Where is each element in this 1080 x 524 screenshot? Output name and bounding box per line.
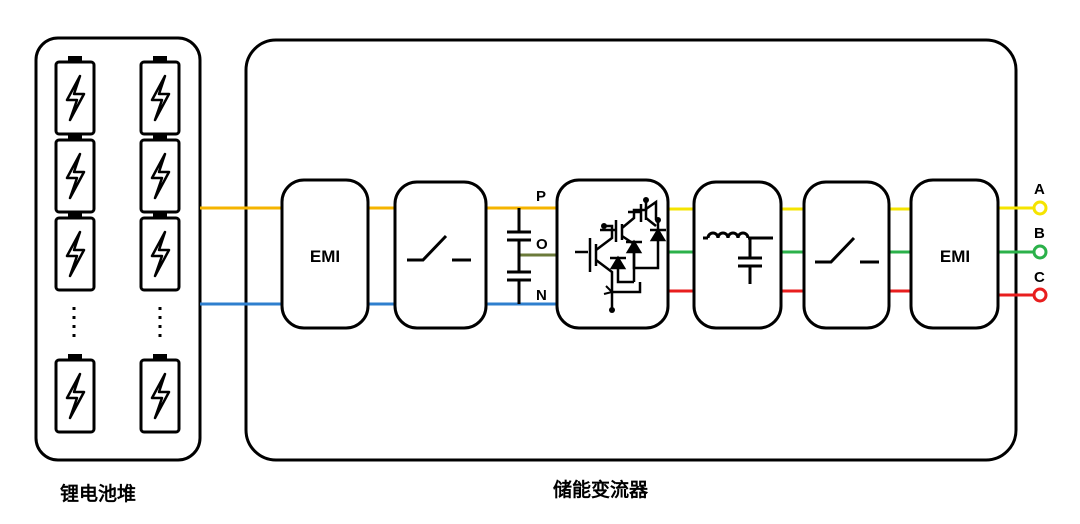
- terminal-c-label: C: [1034, 269, 1045, 286]
- battery-cell: [54, 134, 96, 214]
- phase-terminals: [1032, 200, 1048, 303]
- battery-stack-caption: 锂电池堆: [60, 483, 137, 505]
- battery-ellipsis: [72, 307, 162, 340]
- lightning-bolt-icon: [65, 372, 86, 420]
- battery-cell: [139, 212, 181, 292]
- emi-input-block: [280, 178, 370, 330]
- lightning-bolt-icon: [65, 74, 86, 122]
- battery-cell: [139, 354, 181, 434]
- battery-cell: [54, 212, 96, 292]
- lc-filter-symbol: [703, 231, 773, 284]
- pcs-box: [244, 38, 1018, 462]
- emi-output-block: [909, 178, 1000, 330]
- dc-switch-symbol: [407, 234, 471, 262]
- lightning-bolt-icon: [150, 230, 171, 278]
- dc-bus-capacitors: [507, 208, 531, 304]
- dc-lines: [200, 206, 557, 306]
- lightning-bolt-icon: [150, 372, 171, 420]
- battery-stack-box: [34, 36, 202, 462]
- battery-cell: [139, 56, 181, 136]
- lightning-bolt-icon: [150, 74, 171, 122]
- dc-n-label: N: [536, 287, 547, 304]
- lightning-bolt-icon: [65, 230, 86, 278]
- dc-o-label: O: [536, 236, 548, 253]
- emi-output-label: EMI: [940, 247, 970, 266]
- terminal-b-label: B: [1034, 225, 1045, 242]
- emi-input-label: EMI: [310, 247, 340, 266]
- lightning-bolt-icon: [65, 152, 86, 200]
- lc-filter-block: [692, 180, 783, 330]
- ac-switch-symbol: [815, 236, 879, 264]
- lightning-bolt-icon: [150, 152, 171, 200]
- terminal-a: [1032, 200, 1048, 216]
- igbt-nodes: [601, 197, 661, 313]
- terminal-c: [1032, 287, 1048, 303]
- igbt-bridge-symbol: [575, 199, 667, 310]
- terminal-b: [1032, 244, 1048, 260]
- battery-cell: [54, 354, 96, 434]
- terminal-a-label: A: [1034, 181, 1045, 198]
- ac-lines: [668, 206, 1034, 297]
- battery-cell: [139, 134, 181, 214]
- dc-switch-block: [393, 180, 488, 330]
- ac-switch-block: [802, 180, 891, 330]
- battery-cells: [54, 56, 181, 434]
- battery-cell: [54, 56, 96, 136]
- dc-p-label: P: [536, 188, 546, 205]
- pcs-caption: 储能变流器: [553, 479, 649, 501]
